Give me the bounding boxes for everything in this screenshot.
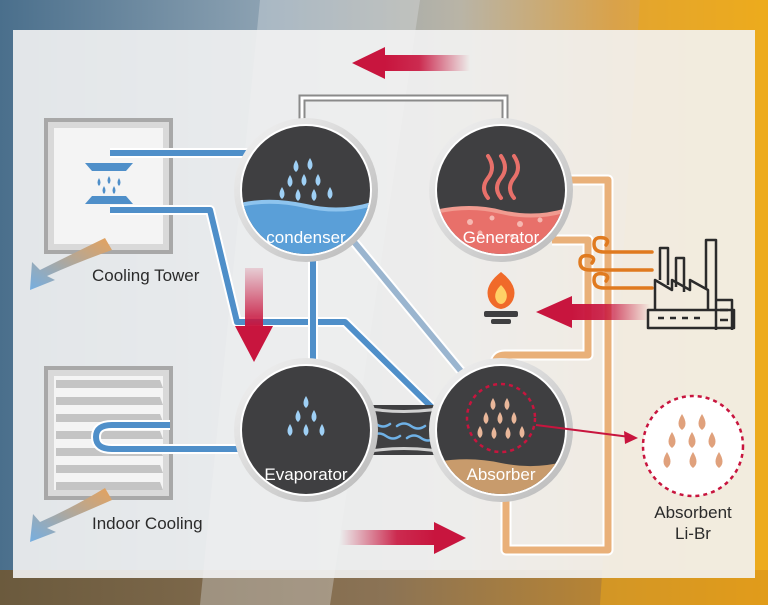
condenser-drops-icon [279,158,333,201]
absorber-highlight-ring [465,382,537,454]
absorber-drops-icon [477,398,525,439]
condenser-tank: condenser [234,118,378,262]
heat-flow-bar-bottom [340,530,435,545]
vapor-pipe-inner [300,96,507,128]
cooling-tower-drops-icon [85,163,133,204]
absorber-tank: Absorber [429,358,573,502]
absorbent-callout-line [535,424,631,438]
solution-pipe [337,223,473,384]
heat-flow-arrow-top [352,47,385,79]
absorbent-label-line1: Absorbent [654,503,732,522]
cooling-tower [44,118,173,254]
factory-icon [646,238,736,330]
absorbent-callout-arrow [624,431,638,444]
heat-flow-arrow-down [235,326,273,362]
heat-flow-arrow-factory [536,296,572,328]
generator-label: Generator [463,228,540,247]
condenser-label: condenser [266,228,346,247]
cooling-tower-label: Cooling Tower [92,266,200,285]
generator-tank: Generator [429,118,573,262]
flame-icon [484,272,518,324]
heat-flow-arrow-bottom [434,522,466,554]
indoor-cooling-label: Indoor Cooling [92,514,203,533]
indoor-cooling-unit [44,366,173,500]
heat-flow-bar-top [385,55,470,71]
indoor-cooling-outflow-arrow [30,488,112,542]
absorber-label: Absorber [467,465,536,484]
evaporator-drops-icon [287,396,325,436]
heat-waves-icon [482,154,520,200]
heat-swirl-icon [578,235,654,290]
cooling-tower-outflow-arrow [30,238,112,290]
absorbent-sample [641,394,745,498]
absorbent-label-line2: Li-Br [675,524,711,543]
absorbent-drops-icon [663,414,723,468]
evaporator-tank: Evaporator [234,358,378,502]
heat-flow-bar-factory [572,304,650,320]
evaporator-label: Evaporator [264,465,347,484]
heat-flow-bar-down [245,268,263,328]
